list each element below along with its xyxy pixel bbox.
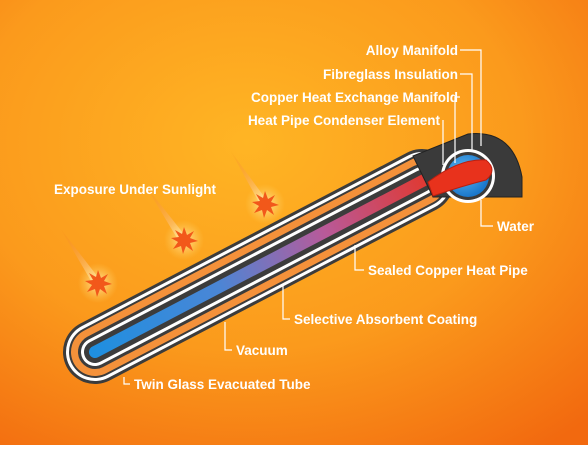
label-vacuum: Vacuum	[236, 343, 288, 358]
label-selective-absorbent-coating: Selective Absorbent Coating	[294, 312, 477, 327]
sunburst-icon	[85, 270, 112, 297]
label-fibreglass-insulation: Fibreglass Insulation	[323, 67, 458, 82]
sunburst-icon	[171, 227, 198, 254]
label-sealed-copper-heat-pipe: Sealed Copper Heat Pipe	[368, 263, 528, 278]
label-twin-glass-evacuated-tube: Twin Glass Evacuated Tube	[134, 377, 311, 392]
label-heat-pipe-condenser-element: Heat Pipe Condenser Element	[248, 113, 441, 128]
sunburst-icon	[252, 191, 279, 218]
label-alloy-manifold: Alloy Manifold	[366, 43, 458, 58]
label-water: Water	[497, 219, 535, 234]
label-exposure-under-sunlight: Exposure Under Sunlight	[54, 182, 217, 197]
sun-ray-1	[60, 228, 118, 303]
sun-ray-2	[145, 185, 204, 260]
evacuated-tube	[63, 149, 454, 384]
leader-lines	[123, 49, 493, 385]
condenser-element	[427, 159, 493, 197]
sun-ray-3	[230, 150, 285, 224]
label-copper-heat-exchange-manifold: Copper Heat Exchange Manifold	[251, 90, 458, 105]
heat-pipe	[89, 171, 436, 358]
